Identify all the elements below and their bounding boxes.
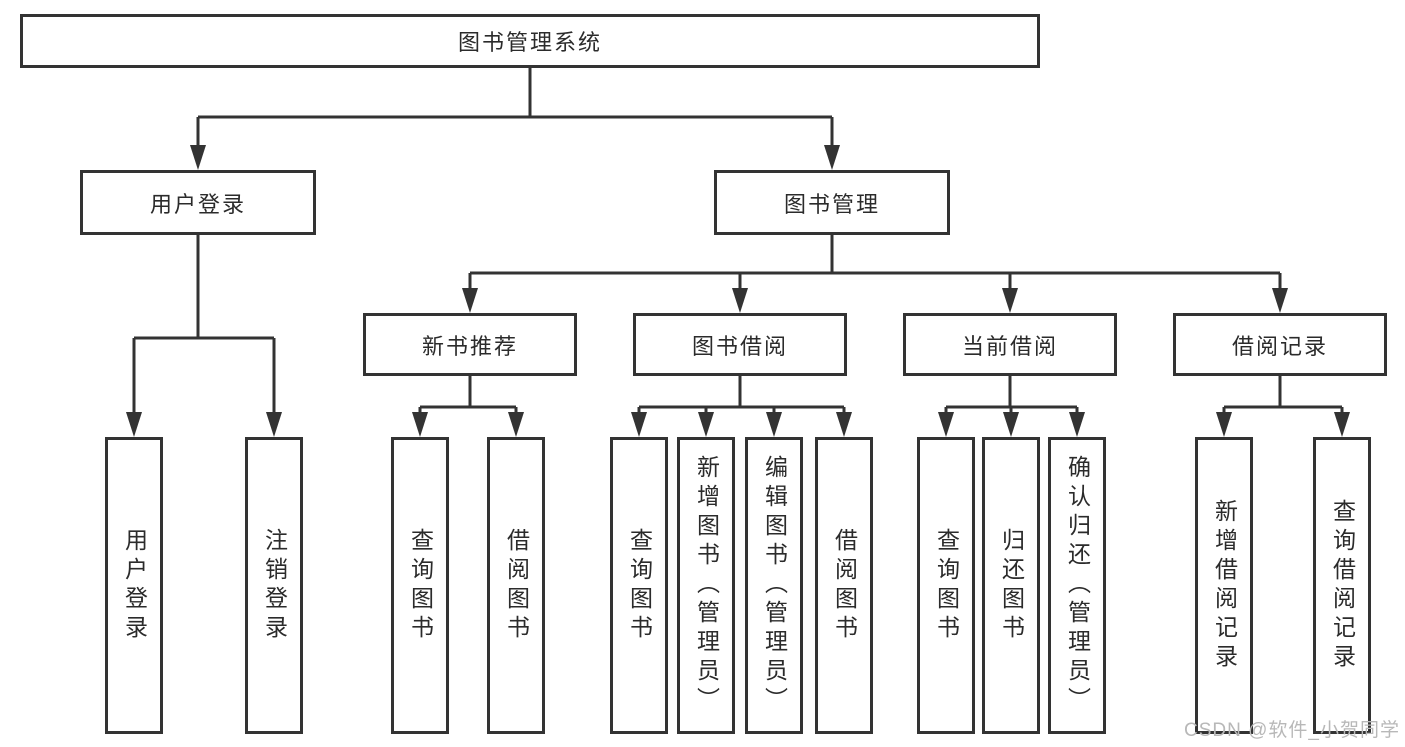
leaf-bb-edit-book-admin: 编辑图书（管理员） [745,437,803,734]
leaf-bb-query-books: 查询图书 [610,437,668,734]
node-label: 图书管理系统 [457,30,602,55]
leaf-label: 查询图书 [933,527,960,644]
node-book-management: 图书管理 [714,170,950,235]
node-library-system: 图书管理系统 [20,14,1040,68]
node-new-book-recommend: 新书推荐 [363,313,577,376]
node-label: 用户登录 [149,191,246,217]
leaf-label: 借阅图书 [831,527,858,644]
leaf-label: 用户登录 [121,527,148,644]
node-user-login: 用户登录 [80,170,316,235]
leaf-label: 新增图书（管理员） [693,455,720,716]
node-borrowing-records: 借阅记录 [1173,313,1387,376]
leaf-label: 注销登录 [261,527,288,644]
leaf-label: 借阅图书 [503,527,530,644]
node-label: 借阅记录 [1231,333,1328,359]
leaf-label: 查询借阅记录 [1329,498,1356,673]
leaf-logout: 注销登录 [245,437,303,734]
leaf-cb-confirm-return-admin: 确认归还（管理员） [1048,437,1106,734]
node-label: 图书管理 [783,191,880,217]
leaf-cb-query-books: 查询图书 [917,437,975,734]
leaf-br-add-record: 新增借阅记录 [1195,437,1253,734]
leaf-bb-borrow-books: 借阅图书 [815,437,873,734]
node-current-borrowing: 当前借阅 [903,313,1117,376]
watermark: CSDN @软件_小贺同学 [1184,720,1400,741]
leaf-label: 新增借阅记录 [1211,498,1238,673]
node-label: 新书推荐 [421,333,518,359]
leaf-br-query-record: 查询借阅记录 [1313,437,1371,734]
leaf-cb-return-books: 归还图书 [982,437,1040,734]
leaf-nbr-query-books: 查询图书 [391,437,449,734]
node-label: 图书借阅 [691,333,788,359]
leaf-user-login: 用户登录 [105,437,163,734]
leaf-label: 归还图书 [998,527,1025,644]
leaf-label: 查询图书 [407,527,434,644]
leaf-nbr-borrow-books: 借阅图书 [487,437,545,734]
leaf-label: 编辑图书（管理员） [761,455,788,716]
node-label: 当前借阅 [961,333,1058,359]
leaf-bb-add-book-admin: 新增图书（管理员） [677,437,735,734]
arrowheads [126,145,1350,437]
leaf-label: 确认归还（管理员） [1064,455,1091,716]
node-book-borrowing: 图书借阅 [633,313,847,376]
leaf-label: 查询图书 [626,527,653,644]
